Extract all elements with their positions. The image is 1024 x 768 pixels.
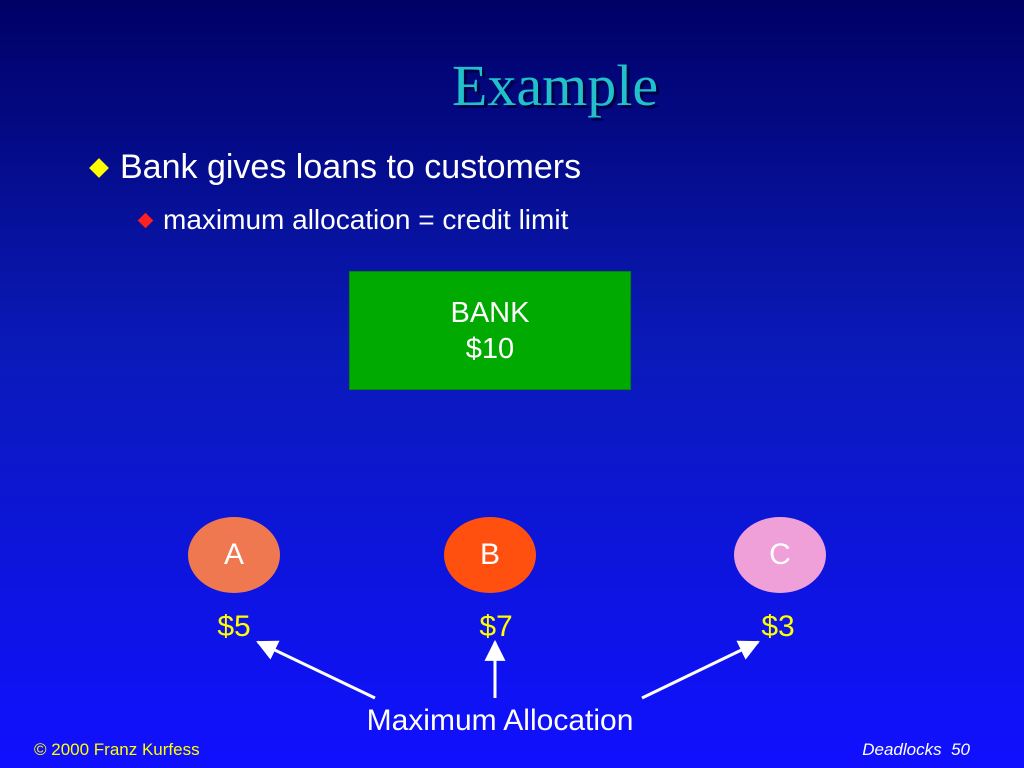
customer-node-a: A [188,517,280,593]
bank-label: BANK [450,296,530,329]
customer-label: A [223,538,244,571]
bank-box: BANK $10 [349,271,631,390]
footer-section: Deadlocks [862,740,942,759]
slide-title: Example [451,53,659,118]
max-allocation-c: $3 [761,610,795,643]
customer-node-c: C [734,517,826,593]
footer-page-info: Deadlocks 50 [862,740,970,760]
bullet-text: Bank gives loans to customers [120,148,582,186]
customer-node-b: B [444,517,536,593]
customer-label: C [769,538,791,571]
footer-copyright: © 2000 Franz Kurfess [34,740,200,759]
footer-page-number: 50 [951,740,970,759]
arrow-to-c [641,640,760,700]
max-allocation-b: $7 [479,610,513,643]
bullet-level2: maximum allocation = credit limit [137,204,569,236]
maximum-allocation-caption: Maximum Allocation [366,704,634,737]
arrow-to-a [256,640,376,700]
max-allocation-a: $5 [217,610,251,643]
customer-label: B [479,538,500,571]
bank-amount: $10 [465,332,515,365]
bullet-text: maximum allocation = credit limit [163,204,569,235]
bullet-level1: Bank gives loans to customers [89,148,582,187]
